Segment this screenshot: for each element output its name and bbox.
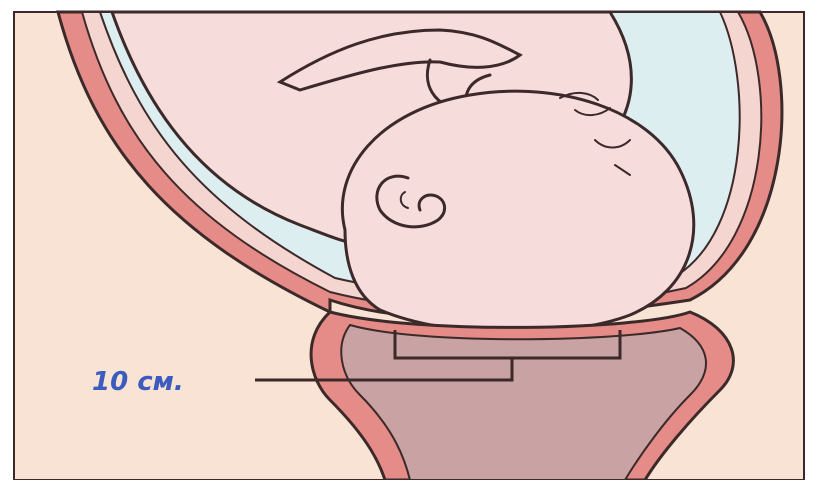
fetus-head [342, 91, 693, 332]
measurement-label: 10 см. [92, 367, 184, 397]
